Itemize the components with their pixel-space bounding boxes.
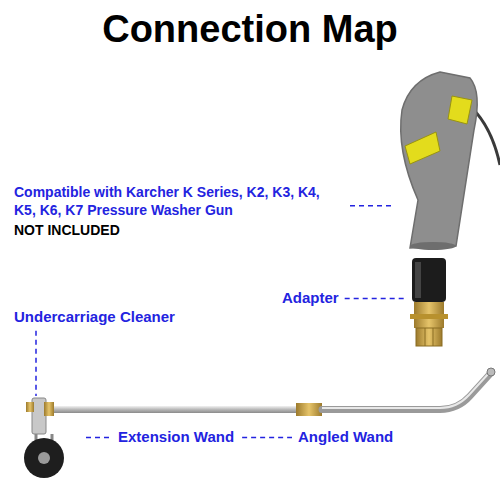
wand-tip (487, 368, 495, 376)
wheel (24, 438, 64, 478)
quick-connect-nut (416, 328, 442, 346)
part-name: Extension Wand (118, 428, 234, 447)
cleaner-coupler (44, 402, 54, 416)
label-holder: Extension Wand (118, 428, 234, 447)
part-name: Angled Wand (298, 428, 393, 447)
title-holder: Connection Map (0, 8, 500, 51)
cleaner-bracket (32, 398, 46, 434)
cleaner-nozzle (26, 402, 34, 412)
adapter-body (412, 258, 446, 302)
gun-trigger (448, 96, 472, 124)
label-holder: Compatible with Karcher K Series, K2, K3… (14, 184, 344, 219)
gun-outlet (410, 242, 456, 250)
label-holder: Adapter (282, 289, 339, 308)
nut-edge (433, 328, 434, 346)
spray-gun (401, 72, 477, 248)
label-holder: Undercarriage Cleaner (14, 308, 175, 327)
angled-wand-shine (322, 373, 489, 408)
part-name: Adapter (282, 289, 339, 308)
nut-edge (425, 328, 426, 346)
angled-wand (322, 374, 490, 410)
leader-line (35, 331, 37, 396)
leader-line (345, 298, 406, 300)
leader-line (86, 437, 112, 439)
wand-coupler (296, 403, 322, 416)
label-holder: Angled Wand (298, 428, 393, 447)
leader-line (350, 205, 394, 207)
label-holder: NOT INCLUDED (14, 221, 120, 240)
title: Connection Map (102, 8, 398, 51)
wheel-hub (38, 452, 50, 464)
leader-line (242, 437, 292, 439)
gun-grip-insert (405, 132, 440, 164)
compatibility-note: Compatible with Karcher K Series, K2, K3… (14, 184, 344, 219)
quick-connect-ring (410, 314, 448, 319)
extension-wand (54, 406, 302, 413)
note: NOT INCLUDED (14, 222, 120, 240)
part-name: Undercarriage Cleaner (14, 308, 175, 327)
adapter-highlight (415, 262, 421, 298)
